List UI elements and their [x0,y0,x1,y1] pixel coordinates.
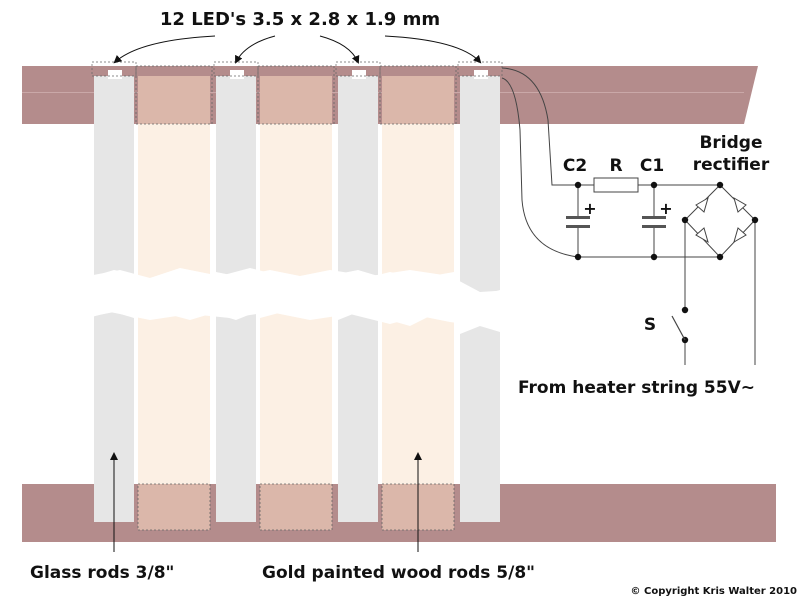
label-source: From heater string 55V~ [518,378,755,398]
label-switch: S [644,315,656,335]
break-gap [88,268,510,332]
wood-rod [379,65,457,531]
led [230,70,244,79]
copyright: © Copyright Kris Walter 2010 [631,586,798,597]
led-arrows [113,35,482,64]
glass-rod [216,76,256,522]
label-c1: C1 [640,156,664,176]
led [474,70,488,79]
glass-rod [460,76,500,522]
glass-rod [338,76,378,522]
glass-rods [94,76,500,522]
label-arrows [110,452,422,552]
label-r: R [609,156,622,176]
wood-rods [135,65,457,531]
label-wood-rods: Gold painted wood rods 5/8" [262,563,535,583]
switch-s [671,315,686,341]
label-bridge: Bridge [699,133,762,153]
led [352,70,366,79]
led [108,70,122,79]
label-rectifier: rectifier [693,155,770,175]
title-label: 12 LED's 3.5 x 2.8 x 1.9 mm [160,9,440,30]
capacitor-c2 [566,216,590,228]
wood-rod [257,65,335,531]
label-c2: C2 [563,156,587,176]
label-glass-rods: Glass rods 3/8" [30,563,174,583]
plus-c1: + [659,199,672,218]
capacitor-c1 [642,216,666,228]
plus-c2: + [583,199,596,218]
glass-rod [94,76,134,522]
wood-rod [135,65,213,531]
resistor-r [593,177,639,193]
bridge-diodes [695,196,747,244]
